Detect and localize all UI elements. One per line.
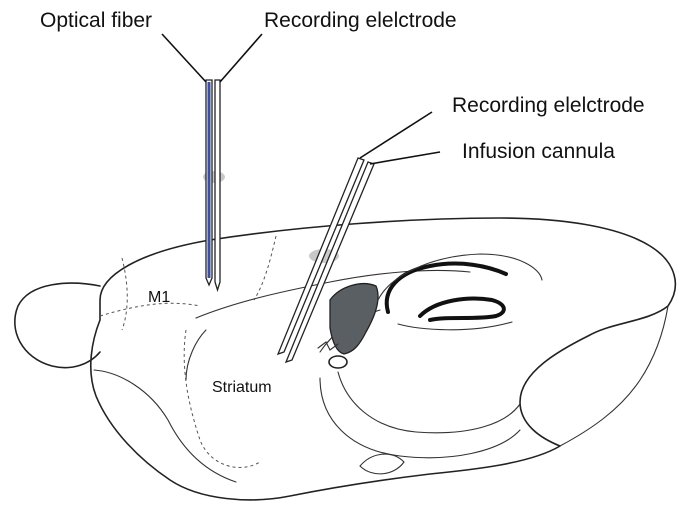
recording-electrode-top-label: Recording elelctrode <box>264 9 457 32</box>
lateral-ventricle <box>330 284 378 354</box>
olfactory-bulb <box>15 283 100 367</box>
striatum-label: Striatum <box>212 379 272 396</box>
recording-electrode-vertical <box>215 80 220 290</box>
hippocampus-inner <box>420 299 504 320</box>
optical-fiber-label: Optical fiber <box>40 9 152 32</box>
cortex-boundary-2 <box>254 236 276 300</box>
anterior-commissure <box>329 356 347 368</box>
infusion-cannula-label: Infusion cannula <box>462 140 615 163</box>
recording-electrode-right-leader <box>360 112 432 158</box>
hypothalamus-contour <box>186 330 206 380</box>
optical-fiber-leader <box>162 34 206 82</box>
infusion-cannula-leader <box>370 152 440 164</box>
midbrain-fold <box>338 372 520 433</box>
ventral-fold <box>320 378 520 458</box>
striatum-boundary <box>184 330 260 467</box>
m1-label: M1 <box>148 289 170 306</box>
hippocampus-contour-2 <box>398 322 512 330</box>
recording-electrode-top-leader <box>220 34 262 82</box>
recording-electrode-right-label: Recording elelctrode <box>452 94 645 117</box>
cerebellum-contour <box>560 306 668 446</box>
pons-contour <box>360 454 404 474</box>
brain-outline <box>91 218 676 500</box>
